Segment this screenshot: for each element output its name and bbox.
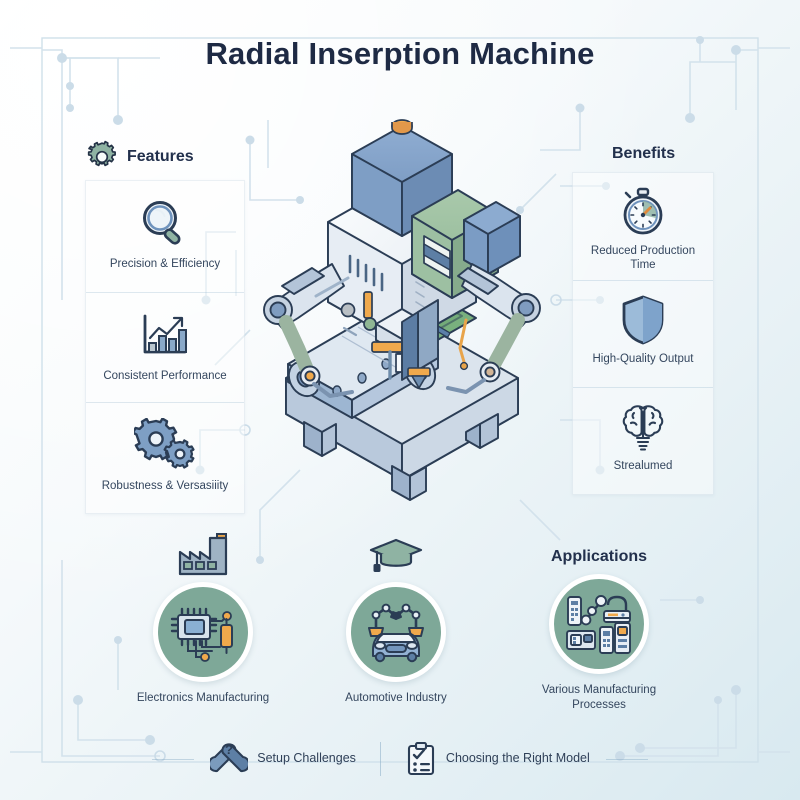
brain-bulb-icon bbox=[617, 398, 669, 456]
magnifier-icon bbox=[136, 193, 194, 253]
feature-card-performance[interactable]: Consistent Performance bbox=[86, 291, 244, 403]
benefits-header-label: Benefits bbox=[612, 145, 676, 162]
application-label: Automotive Industry bbox=[345, 692, 447, 704]
application-item-automotive[interactable]: Automotive Industry bbox=[321, 528, 471, 706]
benefit-card-quality[interactable]: High-Quality Output bbox=[573, 280, 713, 387]
feature-label: Robustness & Versasiiity bbox=[101, 480, 229, 493]
feature-label: Consistent Performance bbox=[103, 369, 227, 382]
footer-item-label: Choosing the Right Model bbox=[445, 751, 590, 766]
applications-header-label: Applications bbox=[551, 548, 648, 565]
benefit-card-streamlined[interactable]: Strealumed bbox=[573, 387, 713, 494]
feature-label: Precision & Efficiency bbox=[109, 258, 221, 270]
applications-section-header: Applications bbox=[551, 548, 647, 566]
gear-icon bbox=[87, 140, 116, 167]
application-circle bbox=[153, 582, 253, 682]
application-label: Various Manufacturing Processes bbox=[541, 684, 657, 711]
two-gears-icon bbox=[134, 415, 196, 475]
benefit-label: Strealumed bbox=[613, 460, 673, 472]
features-header-label: Features bbox=[127, 148, 194, 165]
microchip-circuit-icon bbox=[170, 607, 233, 662]
application-item-various[interactable]: Various Manufacturing Processes bbox=[524, 568, 674, 712]
footer-item-label: Setup Challenges bbox=[257, 751, 356, 766]
bar-chart-growth-icon bbox=[137, 305, 193, 365]
clipboard-checklist-icon bbox=[407, 742, 434, 776]
benefit-card-reduced-time[interactable]: Reduced Production Time bbox=[573, 173, 713, 280]
footer-separator bbox=[379, 742, 381, 776]
isometric-radial-insertion-machine bbox=[263, 119, 541, 501]
car-robot-arms-icon bbox=[368, 603, 424, 663]
footer-item-choosing-model[interactable]: Choosing the Right Model bbox=[405, 742, 590, 776]
application-label: Electronics Manufacturing bbox=[136, 692, 270, 704]
benefits-panel: Reduced Production Time High-Quality Out… bbox=[572, 172, 714, 495]
application-item-electronics[interactable]: Electronics Manufacturing bbox=[128, 528, 278, 706]
feature-card-precision[interactable]: Precision & Efficiency bbox=[86, 181, 244, 292]
page-title: Radial Inserption Machine bbox=[205, 36, 595, 71]
equipment-devices-icon bbox=[566, 595, 631, 654]
footer-divider-left bbox=[152, 758, 195, 760]
wrench-question-icon: ? bbox=[210, 742, 249, 773]
benefit-label: High-Quality Output bbox=[592, 353, 694, 365]
footer-divider-right bbox=[605, 758, 648, 760]
feature-card-robustness[interactable]: Robustness & Versasiiity bbox=[86, 402, 244, 513]
shield-icon bbox=[618, 291, 668, 349]
svg-text:?: ? bbox=[225, 742, 233, 757]
factory-icon bbox=[128, 528, 278, 576]
features-section-header: Features bbox=[85, 140, 194, 174]
application-circle bbox=[346, 582, 446, 682]
footer-item-setup-challenges[interactable]: ? Setup Challenges bbox=[210, 742, 356, 776]
footer-row: ? Setup Challenges Choosing the Right Mo… bbox=[0, 742, 800, 776]
graduation-cap-icon bbox=[321, 528, 471, 576]
application-circle bbox=[549, 574, 649, 674]
benefits-section-header: Benefits bbox=[612, 145, 675, 163]
stopwatch-icon bbox=[615, 183, 671, 241]
features-panel: Precision & Efficiency Consistent Perfor… bbox=[85, 180, 245, 514]
benefit-label: Reduced Production Time bbox=[590, 245, 696, 271]
